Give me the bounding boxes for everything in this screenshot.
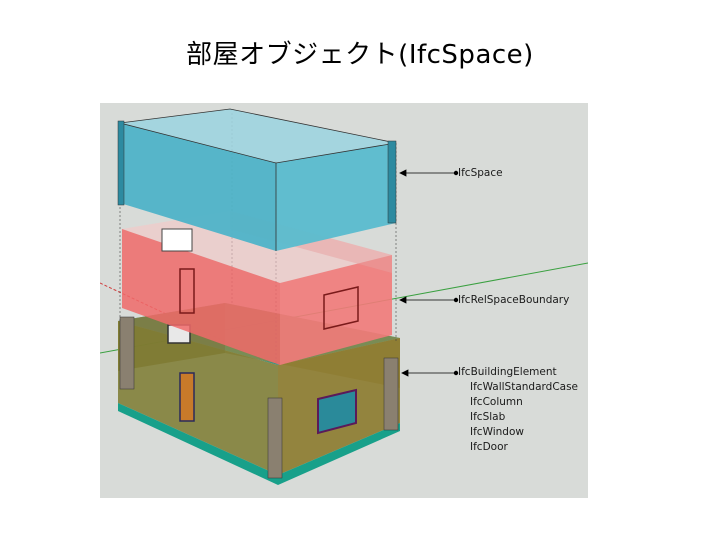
ifc-space-group bbox=[117, 108, 397, 251]
subtype-label: IfcSlab bbox=[470, 411, 506, 423]
page-title: 部屋オブジェクト(IfcSpace) bbox=[186, 40, 534, 70]
subtype-label: IfcDoor bbox=[470, 441, 508, 453]
ifcrelspaceboundary-label: IfcRelSpaceBoundary bbox=[458, 294, 570, 306]
ifcspace-label: IfcSpace bbox=[458, 167, 503, 179]
subtype-label: IfcWallStandardCase bbox=[470, 381, 579, 393]
ifc-exploded-diagram bbox=[100, 103, 588, 498]
door-shape bbox=[179, 372, 195, 422]
subtype-label: IfcWindow bbox=[470, 426, 524, 438]
subtype-label: IfcColumn bbox=[470, 396, 523, 408]
space-boundary-group bbox=[122, 211, 392, 365]
column-shape bbox=[119, 316, 135, 390]
ifcbuildingelement-label: IfcBuildingElement bbox=[458, 366, 557, 378]
slab-edge-shape bbox=[118, 403, 400, 485]
